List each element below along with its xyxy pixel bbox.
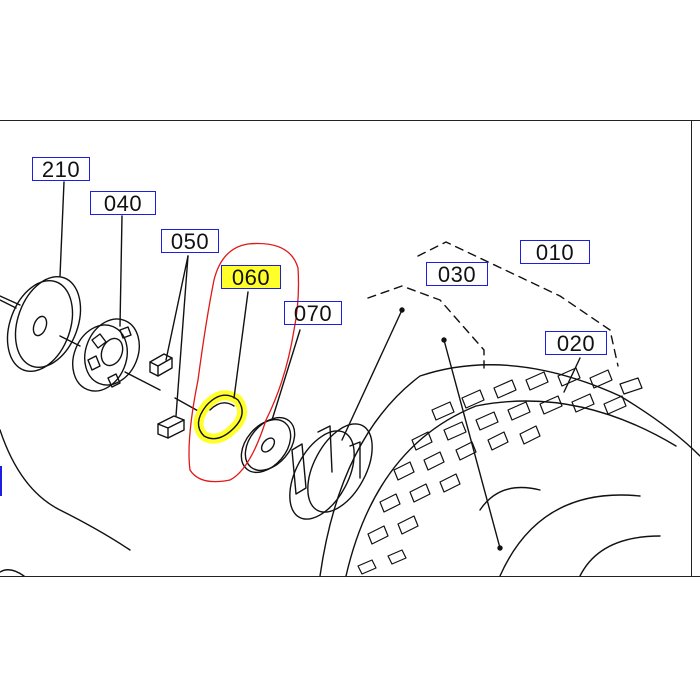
part-060-clip — [193, 390, 248, 444]
callout-060[interactable]: 060 — [221, 265, 281, 290]
frame-right-line — [691, 120, 692, 576]
axle-line — [0, 295, 201, 413]
callout-010[interactable]: 010 — [520, 240, 590, 265]
callout-brackets — [367, 241, 619, 369]
callout-050[interactable]: 050 — [161, 229, 219, 254]
partial-rim-inner — [0, 569, 25, 577]
frame-top-line — [0, 120, 700, 121]
callout-070[interactable]: 070 — [284, 301, 342, 326]
selection-outline — [188, 242, 300, 483]
leader-lines — [59, 181, 581, 551]
callout-210[interactable]: 210 — [32, 157, 90, 182]
callout-020[interactable]: 020 — [545, 331, 607, 356]
callout-030[interactable]: 030 — [426, 262, 488, 287]
callout-040[interactable]: 040 — [90, 191, 156, 216]
frame-bottom-line — [0, 576, 700, 577]
partial-rim — [0, 429, 131, 551]
part-050-keys — [149, 353, 185, 439]
part-070-washer — [240, 416, 296, 474]
part-010-wheel — [319, 364, 700, 577]
part-210-washer — [6, 275, 82, 373]
part-040-hub — [72, 318, 140, 392]
wheel-tread — [357, 367, 643, 575]
part-030-bushing — [289, 423, 373, 520]
edge-marker — [0, 466, 2, 496]
